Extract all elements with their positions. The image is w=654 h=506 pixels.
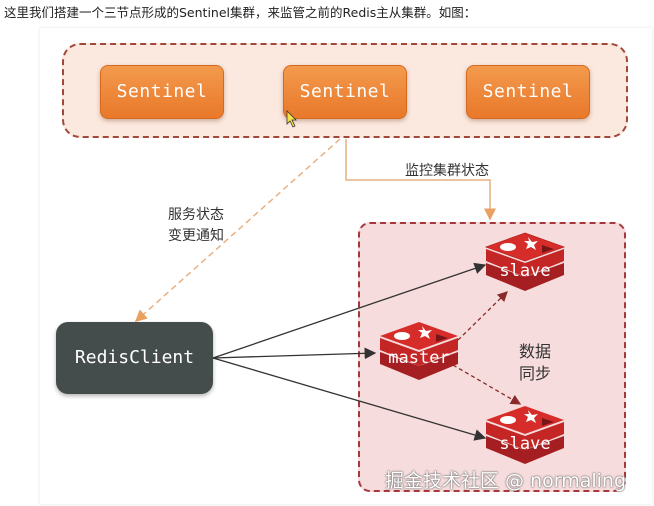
master-label: master bbox=[388, 348, 450, 368]
sync-to-slave-top bbox=[452, 291, 508, 346]
notify-label-line2: 变更通知 bbox=[168, 228, 224, 244]
redis-client-node: RedisClient bbox=[56, 322, 213, 394]
intro-text: 这里我们搭建一个三节点形成的Sentinel集群，来监管之前的Redis主从集群… bbox=[4, 5, 477, 20]
notify-label-line1: 服务状态 bbox=[168, 207, 224, 223]
client-to-slave-bottom bbox=[212, 357, 487, 441]
notify-connector bbox=[134, 138, 341, 322]
watermark: 掘金技术社区 @ normaling bbox=[385, 470, 627, 492]
redis-logo-icon bbox=[484, 232, 566, 291]
slave-bottom-label: slave bbox=[499, 434, 551, 454]
sync-to-slave-bottom bbox=[452, 364, 522, 405]
sync-label-line2: 同步 bbox=[519, 364, 552, 383]
slave-top-label: slave bbox=[499, 261, 551, 281]
slave-node-bottom: slave bbox=[484, 402, 566, 472]
sentinel-node-1: Sentinel bbox=[100, 65, 224, 119]
redis-logo-icon bbox=[486, 406, 564, 464]
redis-logo-icon bbox=[380, 322, 458, 380]
sync-label-line1: 数据 bbox=[519, 342, 552, 361]
master-node: master bbox=[378, 318, 460, 388]
client-to-slave-top bbox=[212, 262, 487, 359]
monitor-label: 监控集群状态 bbox=[405, 163, 489, 179]
monitor-connector bbox=[345, 139, 496, 221]
slave-node-top: slave bbox=[484, 229, 566, 299]
sentinel-node-2: Sentinel bbox=[283, 65, 407, 119]
sentinel-node-3: Sentinel bbox=[466, 65, 590, 119]
client-to-master bbox=[212, 347, 377, 360]
